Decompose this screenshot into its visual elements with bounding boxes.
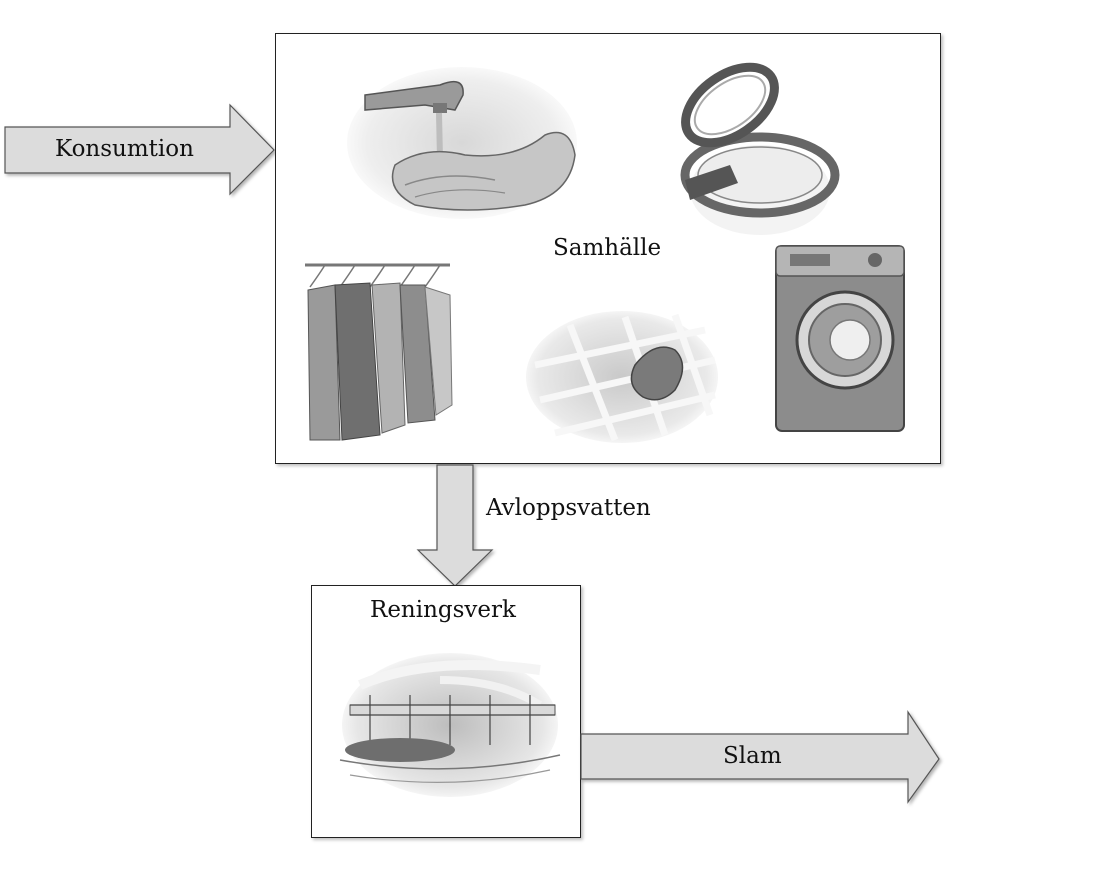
toilet-seat-icon	[680, 62, 840, 235]
wastewater-arrow	[416, 464, 494, 587]
input-arrow	[4, 103, 275, 196]
input-arrow-label: Konsumtion	[55, 136, 194, 162]
treatment-plant-icon	[339, 653, 561, 797]
output-arrow	[580, 710, 940, 804]
washing-machine-icon	[775, 245, 905, 432]
clothes-rack-icon	[305, 263, 453, 441]
society-label: Samhälle	[553, 235, 662, 261]
wastewater-label: Avloppsvatten	[486, 495, 651, 521]
plant-label: Reningsverk	[370, 597, 516, 623]
output-arrow-label: Slam	[723, 743, 782, 769]
water-tap-hands-icon	[347, 67, 577, 219]
sponge-tiles-icon	[526, 311, 718, 443]
